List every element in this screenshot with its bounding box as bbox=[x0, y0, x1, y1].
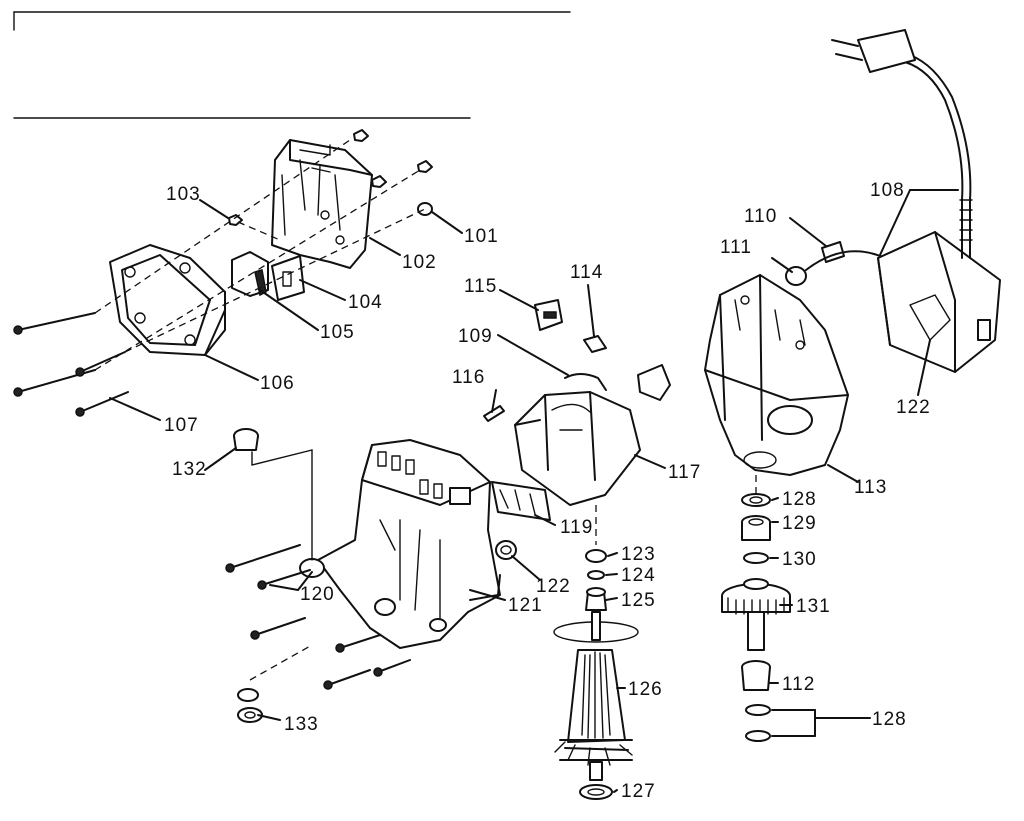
part-115-brush-holder bbox=[534, 299, 563, 331]
label-128-top: 128 bbox=[782, 489, 817, 510]
part-106-cover-plate bbox=[109, 244, 226, 356]
label-114: 114 bbox=[570, 262, 603, 283]
label-126: 126 bbox=[628, 679, 663, 700]
part-132-bushing bbox=[233, 428, 313, 561]
label-115: 115 bbox=[464, 276, 497, 297]
label-116: 116 bbox=[452, 367, 485, 388]
label-106: 106 bbox=[260, 373, 295, 394]
label-125: 125 bbox=[621, 590, 656, 611]
part-112-bushing bbox=[741, 660, 771, 691]
part-121-motor-housing bbox=[317, 439, 501, 649]
label-119: 119 bbox=[560, 517, 593, 538]
label-132: 132 bbox=[172, 459, 207, 480]
label-120: 120 bbox=[300, 584, 335, 605]
part-124-washer bbox=[587, 570, 605, 580]
label-112: 112 bbox=[782, 674, 815, 695]
label-101: 101 bbox=[464, 226, 499, 247]
label-105: 105 bbox=[320, 322, 355, 343]
part-109-spring bbox=[564, 373, 607, 391]
part-128-washers-bottom bbox=[745, 704, 771, 742]
part-131-gear bbox=[721, 578, 791, 651]
brush-holder-right bbox=[637, 364, 671, 401]
part-129-bushing bbox=[741, 515, 771, 541]
part-119-tape bbox=[491, 481, 551, 521]
label-102: 102 bbox=[402, 252, 437, 273]
part-101-nuts bbox=[353, 129, 433, 216]
leader-lines bbox=[109, 189, 959, 793]
label-122-right: 122 bbox=[896, 397, 931, 418]
part-108-cord-and-box bbox=[805, 29, 1001, 373]
label-104: 104 bbox=[348, 292, 383, 313]
part-126-armature bbox=[553, 611, 639, 781]
part-104-plate bbox=[271, 255, 305, 301]
part-107-screws bbox=[13, 312, 129, 417]
switchbox-dash-lines bbox=[94, 139, 426, 371]
part-116-pin bbox=[483, 405, 505, 422]
part-128-washer-top bbox=[741, 493, 771, 507]
label-124: 124 bbox=[621, 565, 656, 586]
part-133-washers bbox=[237, 644, 313, 723]
label-131: 131 bbox=[796, 596, 831, 617]
part-labels: 101 102 103 104 105 106 107 108 109 110 … bbox=[164, 180, 931, 802]
part-102-switch-housing bbox=[271, 139, 373, 269]
label-109: 109 bbox=[458, 326, 493, 347]
part-123-washer bbox=[585, 549, 607, 563]
part-127-washer bbox=[579, 784, 613, 800]
label-130: 130 bbox=[782, 549, 817, 570]
label-113: 113 bbox=[854, 477, 887, 498]
label-117: 117 bbox=[668, 462, 701, 483]
label-103: 103 bbox=[166, 184, 201, 205]
label-122-left: 122 bbox=[536, 576, 571, 597]
label-127: 127 bbox=[621, 781, 656, 802]
label-108: 108 bbox=[870, 180, 905, 201]
label-121: 121 bbox=[508, 595, 543, 616]
label-128-bottom: 128 bbox=[872, 709, 907, 730]
part-122-plug bbox=[495, 540, 517, 560]
label-110: 110 bbox=[744, 206, 777, 227]
part-130-washer bbox=[743, 552, 769, 564]
label-111: 111 bbox=[720, 237, 752, 258]
part-114-brush bbox=[583, 335, 607, 353]
part-117-field bbox=[514, 391, 641, 506]
part-125-bearing bbox=[585, 587, 607, 611]
label-107: 107 bbox=[164, 415, 199, 436]
part-113-gear-housing bbox=[704, 274, 849, 476]
header-lines bbox=[13, 11, 571, 119]
label-133: 133 bbox=[284, 714, 319, 735]
label-123: 123 bbox=[621, 544, 656, 565]
label-129: 129 bbox=[782, 513, 817, 534]
